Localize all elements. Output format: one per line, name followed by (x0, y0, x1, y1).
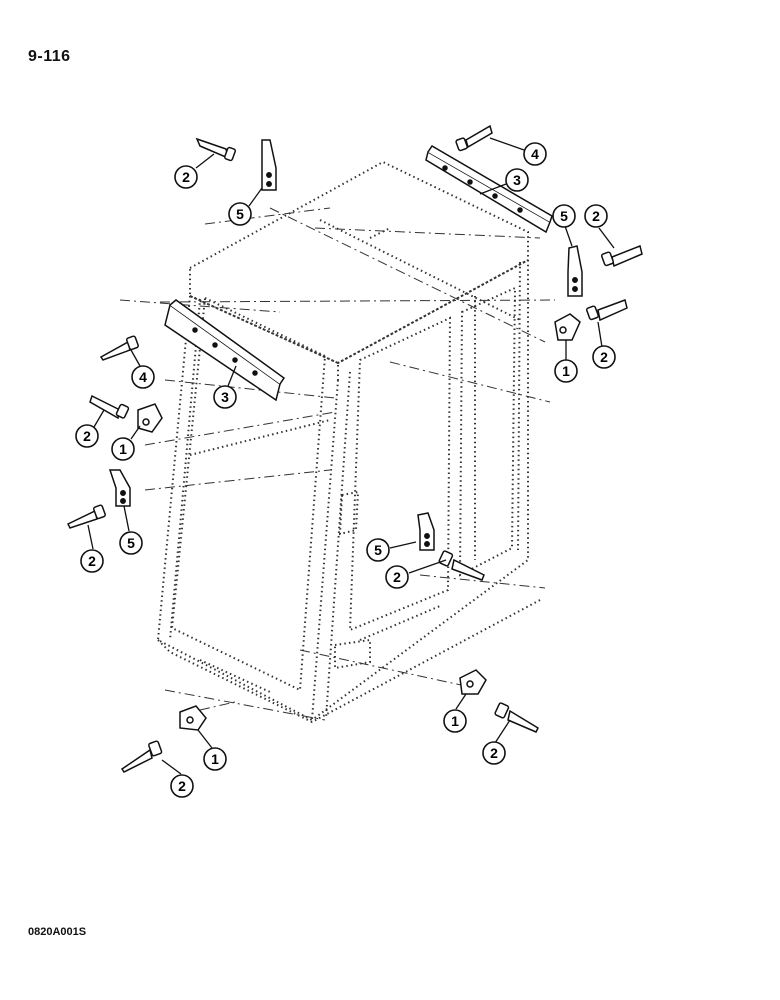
callout-bubble: 2 (482, 741, 506, 765)
callout-bubble: 5 (552, 204, 576, 228)
callout-bubble: 1 (443, 709, 467, 733)
callout-label: 4 (139, 369, 147, 385)
callout-bubble: 1 (203, 747, 227, 771)
callout-bubble: 4 (131, 365, 155, 389)
page-number: 9-116 (28, 48, 71, 65)
callout-bubble: 2 (170, 774, 194, 798)
callout-bubble: 5 (228, 202, 252, 226)
callout-label: 5 (127, 535, 135, 551)
callout-label: 5 (236, 206, 244, 222)
callout-label: 5 (560, 208, 568, 224)
callout-bubble: 4 (523, 142, 547, 166)
callout-bubble: 2 (385, 565, 409, 589)
callout-bubble: 2 (80, 549, 104, 573)
callout-label: 2 (88, 553, 96, 569)
callout-label: 2 (182, 169, 190, 185)
callout-bubble: 2 (174, 165, 198, 189)
callout-bubble: 5 (119, 531, 143, 555)
leader-lines (87, 137, 615, 775)
callout-label: 1 (211, 751, 219, 767)
callout-label: 2 (83, 428, 91, 444)
callout-label: 2 (393, 569, 401, 585)
callout-label: 1 (562, 363, 570, 379)
callout-bubble: 1 (554, 359, 578, 383)
callout-label: 1 (451, 713, 459, 729)
callout-bubble: 3 (505, 168, 529, 192)
hinge-bracket-part (108, 139, 583, 551)
callout-label: 2 (178, 778, 186, 794)
callouts: 2 5 4 3 5 2 1 2 4 3 2 1 5 2 5 2 1 2 1 2 (75, 142, 616, 798)
callout-label: 3 (513, 172, 521, 188)
callout-label: 2 (600, 349, 608, 365)
mount-bracket-part (137, 313, 581, 731)
callout-bubble: 1 (111, 437, 135, 461)
callout-bubble: 3 (213, 385, 237, 409)
callout-bubble: 5 (366, 538, 390, 562)
hinge-plate-part (164, 144, 553, 402)
alignment-lines (119, 207, 556, 721)
callout-label: 1 (119, 441, 127, 457)
callout-bubble: 2 (592, 345, 616, 369)
callout-label: 2 (490, 745, 498, 761)
pin-part (66, 124, 643, 773)
callout-label: 4 (531, 146, 539, 162)
callout-label: 3 (221, 389, 229, 405)
callout-label: 2 (592, 208, 600, 224)
callout-bubble: 2 (75, 424, 99, 448)
document-code: 0820A001S (28, 926, 87, 938)
callout-label: 5 (374, 542, 382, 558)
cab-outline (156, 160, 541, 724)
callout-bubble: 2 (584, 204, 608, 228)
